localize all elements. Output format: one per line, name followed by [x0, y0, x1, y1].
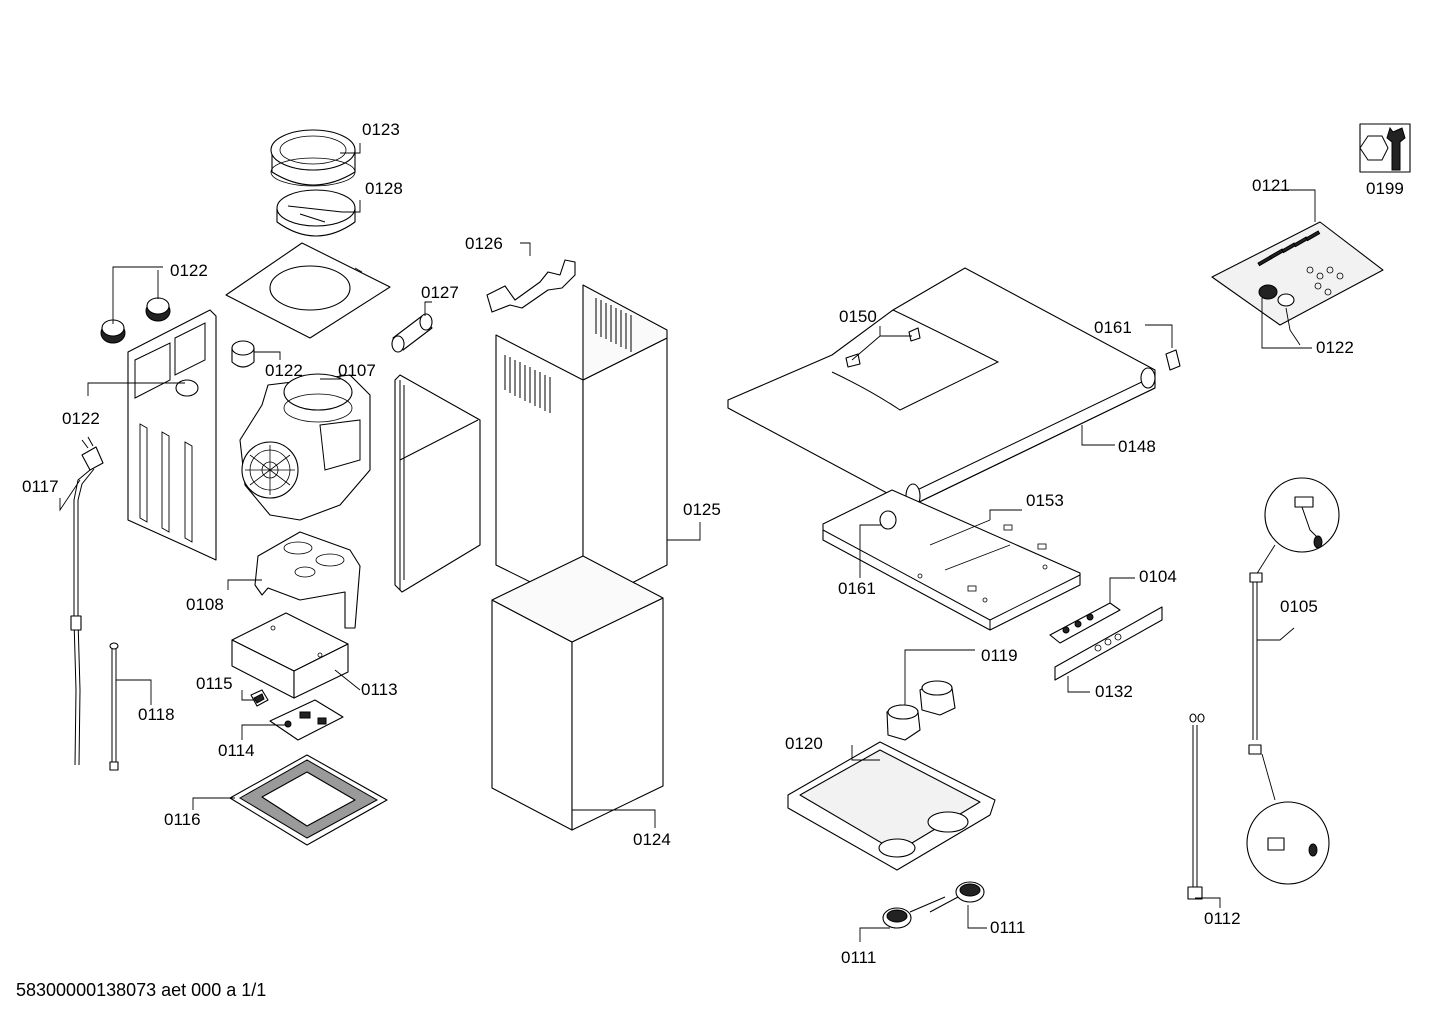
label-0199: 0199 — [1366, 179, 1404, 198]
label-0118: 0118 — [138, 705, 175, 724]
part-0161-clip-a — [1165, 349, 1181, 371]
part-0125-upper-chimney — [495, 284, 668, 609]
part-0132-panel — [1054, 606, 1163, 681]
part-0150-tabs — [845, 327, 921, 368]
part-0117-powercord — [70, 436, 104, 766]
label-0111-a: 0111 — [841, 948, 876, 967]
leader-lines — [59, 143, 1316, 942]
label-0120: 0120 — [785, 734, 823, 753]
part-0119-lampholders — [886, 680, 956, 741]
label-0111-b: 0111 — [990, 918, 1025, 937]
label-0123: 0123 — [362, 120, 400, 139]
label-0126: 0126 — [465, 234, 503, 253]
label-0127: 0127 — [421, 283, 459, 302]
part-top-plate — [225, 242, 391, 339]
part-0127-capacitor — [391, 313, 433, 353]
label-0122-a: 0122 — [170, 261, 208, 280]
part-0116-grille — [229, 754, 388, 846]
label-0128: 0128 — [365, 179, 403, 198]
part-0111-lamps — [882, 881, 985, 929]
label-0132: 0132 — [1095, 682, 1133, 701]
label-0107: 0107 — [338, 361, 376, 380]
label-0125: 0125 — [683, 500, 721, 519]
document-id: 58300000138073 aet 000 a 1/1 — [16, 980, 267, 1000]
part-rear-panel — [127, 309, 217, 561]
part-0104-switch — [1049, 602, 1121, 644]
part-0161-clip-b — [879, 510, 897, 530]
part-0153-frame — [822, 489, 1081, 631]
label-0116: 0116 — [164, 810, 201, 829]
part-0123-collar — [270, 129, 356, 187]
part-inner-frame — [394, 374, 481, 593]
label-0117: 0117 — [22, 477, 59, 496]
label-0121: 0121 — [1252, 176, 1290, 195]
part-0124-lower-chimney — [491, 555, 664, 831]
label-0115: 0115 — [196, 674, 233, 693]
label-0104: 0104 — [1139, 567, 1177, 586]
label-0112: 0112 — [1204, 909, 1241, 928]
part-0120-tray — [787, 741, 996, 871]
label-0161-a: 0161 — [1094, 318, 1132, 337]
part-0113-controlbox — [231, 612, 349, 699]
label-0114: 0114 — [218, 741, 255, 760]
label-0153: 0153 — [1026, 491, 1064, 510]
part-0148-canopy — [727, 267, 1156, 509]
part-0114-pcb — [269, 699, 344, 741]
label-0113: 0113 — [361, 680, 398, 699]
label-0119: 0119 — [981, 646, 1018, 665]
position-labels: 0123 0128 0126 0122 0127 0122 0107 0122 … — [22, 120, 1404, 967]
part-0105-harness — [1246, 477, 1340, 885]
part-0118-wire — [109, 642, 119, 771]
label-0150: 0150 — [839, 307, 877, 326]
part-0112-wire — [1187, 713, 1205, 900]
part-0126-bracket — [486, 259, 576, 313]
label-0122-d: 0122 — [1316, 338, 1354, 357]
label-0105: 0105 — [1280, 597, 1318, 616]
wrench-icon — [1359, 123, 1411, 173]
part-0107-blower — [239, 373, 371, 521]
part-0108-bracket — [254, 531, 361, 629]
label-0124: 0124 — [633, 830, 671, 849]
label-0161-b: 0161 — [838, 579, 876, 598]
label-0122-b: 0122 — [265, 361, 303, 380]
part-0121-bag — [1211, 221, 1384, 326]
part-0115-clip — [250, 689, 269, 707]
label-0148: 0148 — [1118, 437, 1156, 456]
label-0108: 0108 — [186, 595, 224, 614]
part-0128-damper — [276, 189, 356, 237]
label-0122-c: 0122 — [62, 409, 100, 428]
